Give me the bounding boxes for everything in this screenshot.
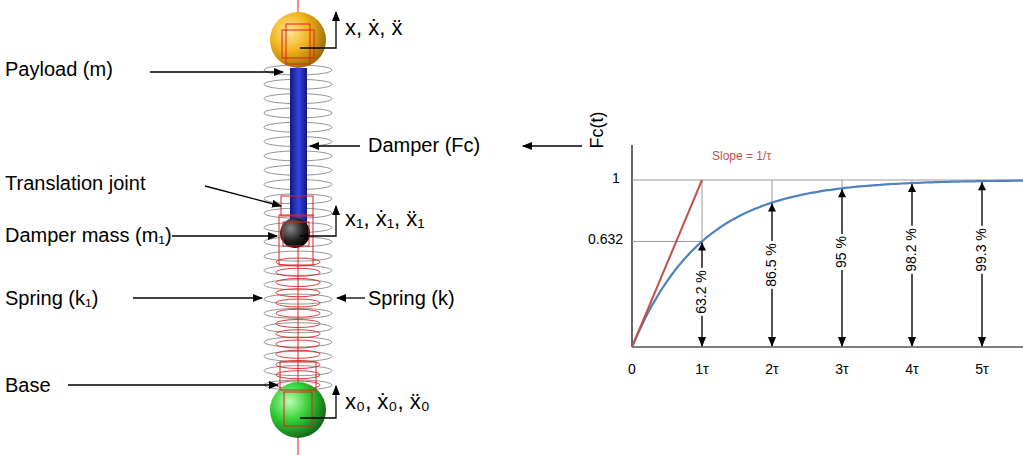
axis-label: 95 % xyxy=(834,234,849,270)
part-label: x₀, ẋ₀, ẍ₀ xyxy=(345,390,430,414)
axis-label: 1τ xyxy=(695,362,708,377)
arrow-head xyxy=(978,182,986,190)
part-label: Translation joint xyxy=(5,172,145,194)
x-axis xyxy=(632,346,1023,347)
part-label: x, ẋ, ẍ xyxy=(345,16,402,40)
grid-line xyxy=(632,241,702,242)
y-axis xyxy=(631,145,632,347)
part-label: Spring (k) xyxy=(368,287,455,309)
arrow-head xyxy=(908,184,916,192)
arrow-head xyxy=(768,204,776,212)
axis-label: 0 xyxy=(628,362,636,377)
part-label: Fc(t) xyxy=(588,110,608,151)
response-curve xyxy=(632,181,1023,347)
part-label: Base xyxy=(5,374,51,396)
part-label: Damper mass (m₁) xyxy=(5,224,172,246)
part-label: Payload (m) xyxy=(5,58,113,80)
axis-label: 2τ xyxy=(765,362,778,377)
slope-label: Slope = 1/τ xyxy=(712,150,771,163)
part-label: Spring (k₁) xyxy=(5,287,98,309)
part-label: x₁, ẋ₁, ẍ₁ xyxy=(345,207,425,231)
grid-line xyxy=(702,180,703,347)
axis-label: 0.632 xyxy=(588,232,623,247)
arrow-head xyxy=(698,242,706,250)
axis-label: 86.5 % xyxy=(764,241,779,289)
axis-label: 99.3 % xyxy=(974,226,989,274)
slope-line xyxy=(632,180,702,347)
axis-label: 5τ xyxy=(975,362,988,377)
axis-label: 4τ xyxy=(905,362,918,377)
axis-label: 1 xyxy=(612,171,620,186)
axis-label: 98.2 % xyxy=(904,226,919,274)
part-label: Damper (Fc) xyxy=(368,134,480,156)
arrow-head xyxy=(838,189,846,197)
axis-label: 3τ xyxy=(835,362,848,377)
axis-label: 63.2 % xyxy=(694,268,709,316)
